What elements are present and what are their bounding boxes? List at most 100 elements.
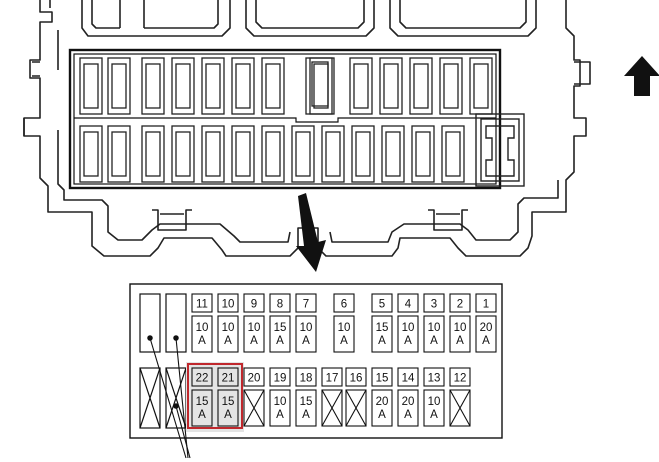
fuse-amperage: 15 — [196, 396, 209, 408]
fuse-number: 12 — [454, 373, 467, 385]
fuse-block-housing — [23, 0, 591, 257]
fuse-slot — [79, 125, 103, 183]
fuse-rating-box — [321, 389, 343, 427]
highlight-shading — [186, 362, 244, 432]
fuse-slot — [409, 57, 433, 115]
fuse-amperage: 15 — [222, 396, 235, 408]
fuse-number: 10 — [222, 299, 235, 311]
fuse-rating-box — [333, 315, 355, 353]
fuse-number-box — [295, 367, 317, 387]
fuse-number-box — [217, 293, 239, 313]
fuse-rating-box — [269, 389, 291, 427]
callout-leaders — [147, 335, 191, 459]
fuse-amperage: 10 — [402, 322, 415, 334]
fuse-slot — [261, 125, 285, 183]
fuse-rating-box — [269, 315, 291, 353]
fuse-slot — [349, 57, 373, 115]
fuse-number: 15 — [376, 373, 389, 385]
fuse-amperage: 15 — [376, 322, 389, 334]
fuse-number: 11 — [196, 299, 208, 311]
fuse-number: 7 — [303, 299, 309, 311]
fuse-amperage: 10 — [428, 396, 441, 408]
fuse-rating-box — [371, 315, 393, 353]
relay-slot-right — [165, 293, 187, 353]
fuse-number-box — [295, 293, 317, 313]
fuse-rating-box — [449, 389, 471, 427]
fuse-rating-box — [243, 315, 265, 353]
fuse-rating-box — [423, 389, 445, 427]
fuse-slot — [261, 57, 285, 115]
fuse-number: 6 — [341, 299, 347, 311]
fuse-number-box — [371, 293, 393, 313]
fuse-cell: 8 15A — [269, 293, 291, 353]
fuse-slot — [441, 125, 465, 183]
fuse-number-box — [397, 367, 419, 387]
fuse-number-box — [243, 293, 265, 313]
fuse-amp-unit: A — [198, 335, 206, 347]
fuse-slot — [411, 125, 435, 183]
fuse-amp-unit: A — [276, 409, 284, 421]
fuse-slot — [141, 125, 165, 183]
empty-slot-x — [139, 367, 161, 429]
fuse-amperage: 15 — [274, 322, 287, 334]
fuse-number-box — [397, 293, 419, 313]
fuse-number: 8 — [277, 299, 283, 311]
fuse-rating-box — [295, 389, 317, 427]
fuse-rating-box — [397, 315, 419, 353]
fuse-amperage: 10 — [248, 322, 261, 334]
fuse-slot — [201, 125, 225, 183]
fuse-number: 19 — [274, 373, 287, 385]
fuse-rating-box — [345, 389, 367, 427]
fuse-number-box — [191, 293, 213, 313]
fuse-amperage: 10 — [196, 322, 209, 334]
fuse-number: 13 — [428, 373, 441, 385]
up-arrow — [624, 56, 659, 96]
fuse-number-box — [449, 367, 471, 387]
fuse-number: 18 — [300, 373, 313, 385]
fuse-number: 1 — [483, 299, 489, 311]
fuse-cell: 17 — [321, 367, 343, 427]
fuse-number-box — [371, 367, 393, 387]
fuse-number-box — [269, 293, 291, 313]
fuse-panel-frame — [68, 48, 502, 190]
fuse-amp-unit: A — [302, 335, 310, 347]
fuse-number: 20 — [248, 373, 261, 385]
fuse-rating-box — [397, 389, 419, 427]
down-pointer-arrow — [296, 193, 326, 272]
fuse-block-fuses — [79, 57, 493, 183]
fuse-number: 3 — [431, 299, 437, 311]
fuse-amp-unit: A — [430, 409, 438, 421]
fuse-number-box — [345, 367, 367, 387]
fuse-amperage: 10 — [222, 322, 235, 334]
fuse-amp-unit: A — [276, 335, 284, 347]
fuse-amp-unit: A — [224, 335, 232, 347]
fuse-number: 2 — [457, 299, 463, 311]
fuse-amperage: 10 — [428, 322, 441, 334]
fuse-slot — [305, 57, 335, 115]
fuse-cell: 3 10A — [423, 293, 445, 353]
fuse-slot — [351, 125, 375, 183]
fuse-slot — [231, 125, 255, 183]
fuse-cell: 12 — [449, 367, 471, 427]
fuse-rating-box — [475, 315, 497, 353]
fuse-slot — [171, 57, 195, 115]
fuse-rating-box — [217, 315, 239, 353]
empty-slot-x — [243, 389, 265, 427]
fuse-amp-unit: A — [404, 409, 412, 421]
relay-socket — [475, 113, 525, 187]
fuse-number-box — [449, 293, 471, 313]
fuse-rating-box — [191, 389, 213, 427]
fuse-number: 21 — [222, 373, 235, 385]
fuse-amp-unit: A — [378, 335, 386, 347]
fuse-amp-unit: A — [430, 335, 438, 347]
fuse-slot — [171, 125, 195, 183]
